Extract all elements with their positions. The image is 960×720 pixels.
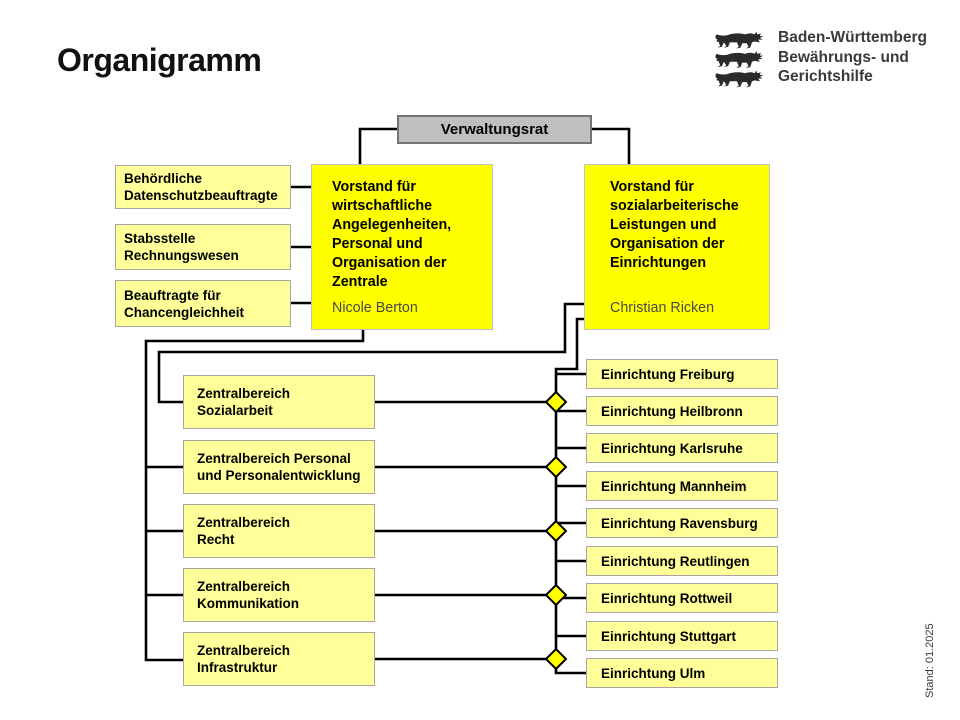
node-einrichtung-freiburg: Einrichtung Freiburg bbox=[586, 359, 778, 389]
connector-diamond-icon bbox=[544, 390, 568, 414]
vorstand-person: Nicole Berton bbox=[332, 300, 418, 316]
vorstand-person: Christian Ricken bbox=[610, 300, 715, 316]
connector-diamond-icon bbox=[544, 583, 568, 607]
connector-diamond-icon bbox=[544, 647, 568, 671]
node-zb-sozialarbeit: Zentralbereich Sozialarbeit bbox=[183, 375, 375, 429]
node-einrichtung-reutlingen: Einrichtung Reutlingen bbox=[586, 546, 778, 576]
connector-diamond-icon bbox=[544, 455, 568, 479]
node-vorstand-wirtschaft: Vorstand für wirtschaftliche Angelegenhe… bbox=[311, 164, 493, 330]
page-title: Organigramm bbox=[57, 42, 262, 78]
node-einrichtung-ulm: Einrichtung Ulm bbox=[586, 658, 778, 688]
node-einrichtung-karlsruhe: Einrichtung Karlsruhe bbox=[586, 433, 778, 463]
node-vorstand-sozialarbeit: Vorstand für sozialarbeiterische Leistun… bbox=[584, 164, 770, 330]
node-zb-kommunikation: Zentralbereich Kommunikation bbox=[183, 568, 375, 622]
node-einrichtung-rottweil: Einrichtung Rottweil bbox=[586, 583, 778, 613]
node-zb-recht: Zentralbereich Recht bbox=[183, 504, 375, 558]
node-einrichtung-ravensburg: Einrichtung Ravensburg bbox=[586, 508, 778, 538]
node-zb-infrastruktur: Zentralbereich Infrastruktur bbox=[183, 632, 375, 686]
node-zb-personal: Zentralbereich Personal und Personalentw… bbox=[183, 440, 375, 494]
node-beauftragte-chancengleichheit: Beauftragte für Chancengleichheit bbox=[115, 280, 291, 327]
vorstand-title: Vorstand für wirtschaftliche Angelegenhe… bbox=[332, 179, 452, 290]
logo-line-2: Bewährungs- und bbox=[778, 48, 909, 66]
node-stabsstelle-rechnungswesen: Stabsstelle Rechnungswesen bbox=[115, 224, 291, 270]
node-einrichtung-stuttgart: Einrichtung Stuttgart bbox=[586, 621, 778, 651]
connector-diamond-icon bbox=[544, 519, 568, 543]
node-verwaltungsrat: Verwaltungsrat bbox=[397, 115, 592, 144]
vorstand-title: Vorstand für sozialarbeiterische Leistun… bbox=[610, 179, 739, 271]
node-einrichtung-heilbronn: Einrichtung Heilbronn bbox=[586, 396, 778, 426]
node-datenschutzbeauftragte: Behördliche Datenschutzbeauftragte bbox=[115, 165, 291, 209]
org-logo-text: Baden-Württemberg Bewährungs- und Gerich… bbox=[778, 28, 927, 87]
logo-line-3: Gerichtshilfe bbox=[778, 68, 873, 85]
logo-line-1: Baden-Württemberg bbox=[778, 29, 927, 46]
org-logo: Baden-Württemberg Bewährungs- und Gerich… bbox=[714, 28, 927, 92]
node-einrichtung-mannheim: Einrichtung Mannheim bbox=[586, 471, 778, 501]
